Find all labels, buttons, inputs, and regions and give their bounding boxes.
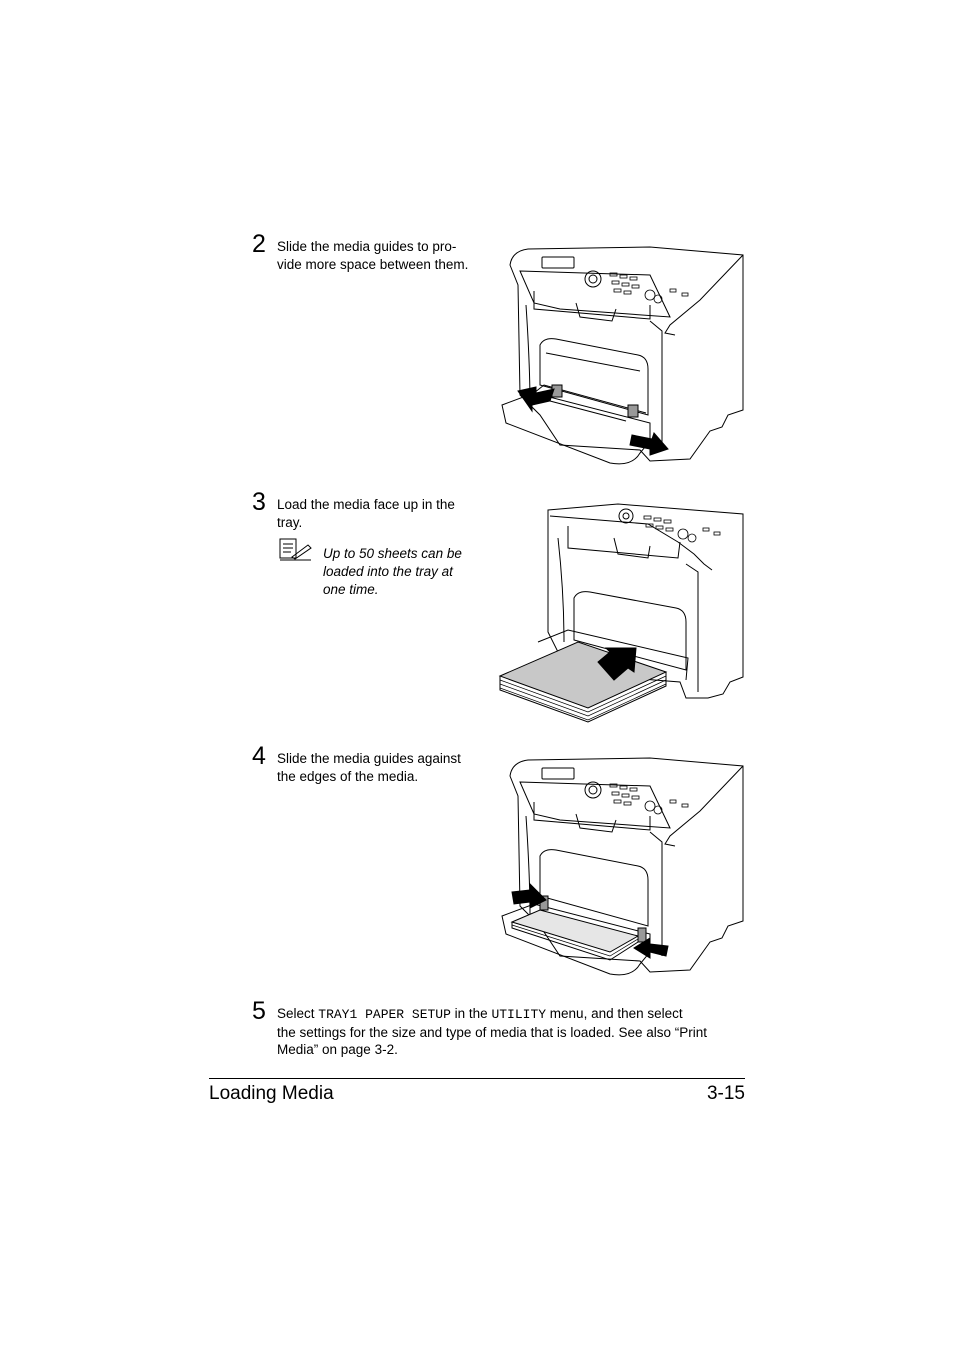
step-3-note: Up to 50 sheets can be loaded into the t… — [323, 545, 488, 599]
footer-divider — [209, 1078, 745, 1079]
step-3-line-1: Load the media face up in the — [277, 497, 455, 512]
step-2-line-2: vide more space between them. — [277, 256, 469, 272]
step-2-line-1: Slide the media guides to pro- — [277, 239, 457, 254]
printer-guides-inward-icon — [501, 757, 744, 976]
step-5-in-the: in the — [450, 1006, 492, 1021]
printer-open-tray-guides-outward-icon — [501, 246, 744, 465]
footer-page-number: 3-15 — [706, 1083, 745, 1104]
step-5-line-1: Select TRAY1 PAPER SETUP in the UTILITY … — [277, 1005, 747, 1024]
step-4-line-1: Slide the media guides against — [277, 751, 461, 766]
step-5-number: 5 — [252, 997, 266, 1025]
step-5-menu-text: menu, and then select — [546, 1006, 683, 1021]
step-5-line-2: the settings for the size and type of me… — [277, 1024, 707, 1040]
step-4-text: Slide the media guides against the edges… — [277, 750, 461, 785]
step-4-number: 4 — [252, 742, 266, 770]
footer-section-title: Loading Media — [209, 1083, 334, 1104]
memo-pen-icon — [279, 538, 312, 561]
note-line-2: loaded into the tray at — [323, 564, 453, 579]
note-line-3: one time. — [323, 582, 379, 597]
step-5-text: Select TRAY1 PAPER SETUP in the UTILITY … — [277, 1005, 747, 1059]
step-3-text: Load the media face up in the tray. — [277, 496, 455, 531]
utility-code: UTILITY — [491, 1007, 547, 1022]
step-2-text: Slide the media guides to pro- vide more… — [277, 238, 468, 273]
note-line-1: Up to 50 sheets can be — [323, 546, 462, 561]
step-5-line-3: Media” on page 3-2. — [277, 1042, 398, 1057]
step-3-line-2: tray. — [277, 514, 303, 530]
tray1-paper-setup-code: TRAY1 PAPER SETUP — [318, 1007, 451, 1022]
step-5-select: Select — [277, 1006, 319, 1021]
printer-load-paper-stack-icon — [498, 503, 744, 723]
step-3-number: 3 — [252, 488, 266, 516]
step-2-number: 2 — [252, 230, 266, 258]
step-4-line-2: the edges of the media. — [277, 768, 419, 784]
